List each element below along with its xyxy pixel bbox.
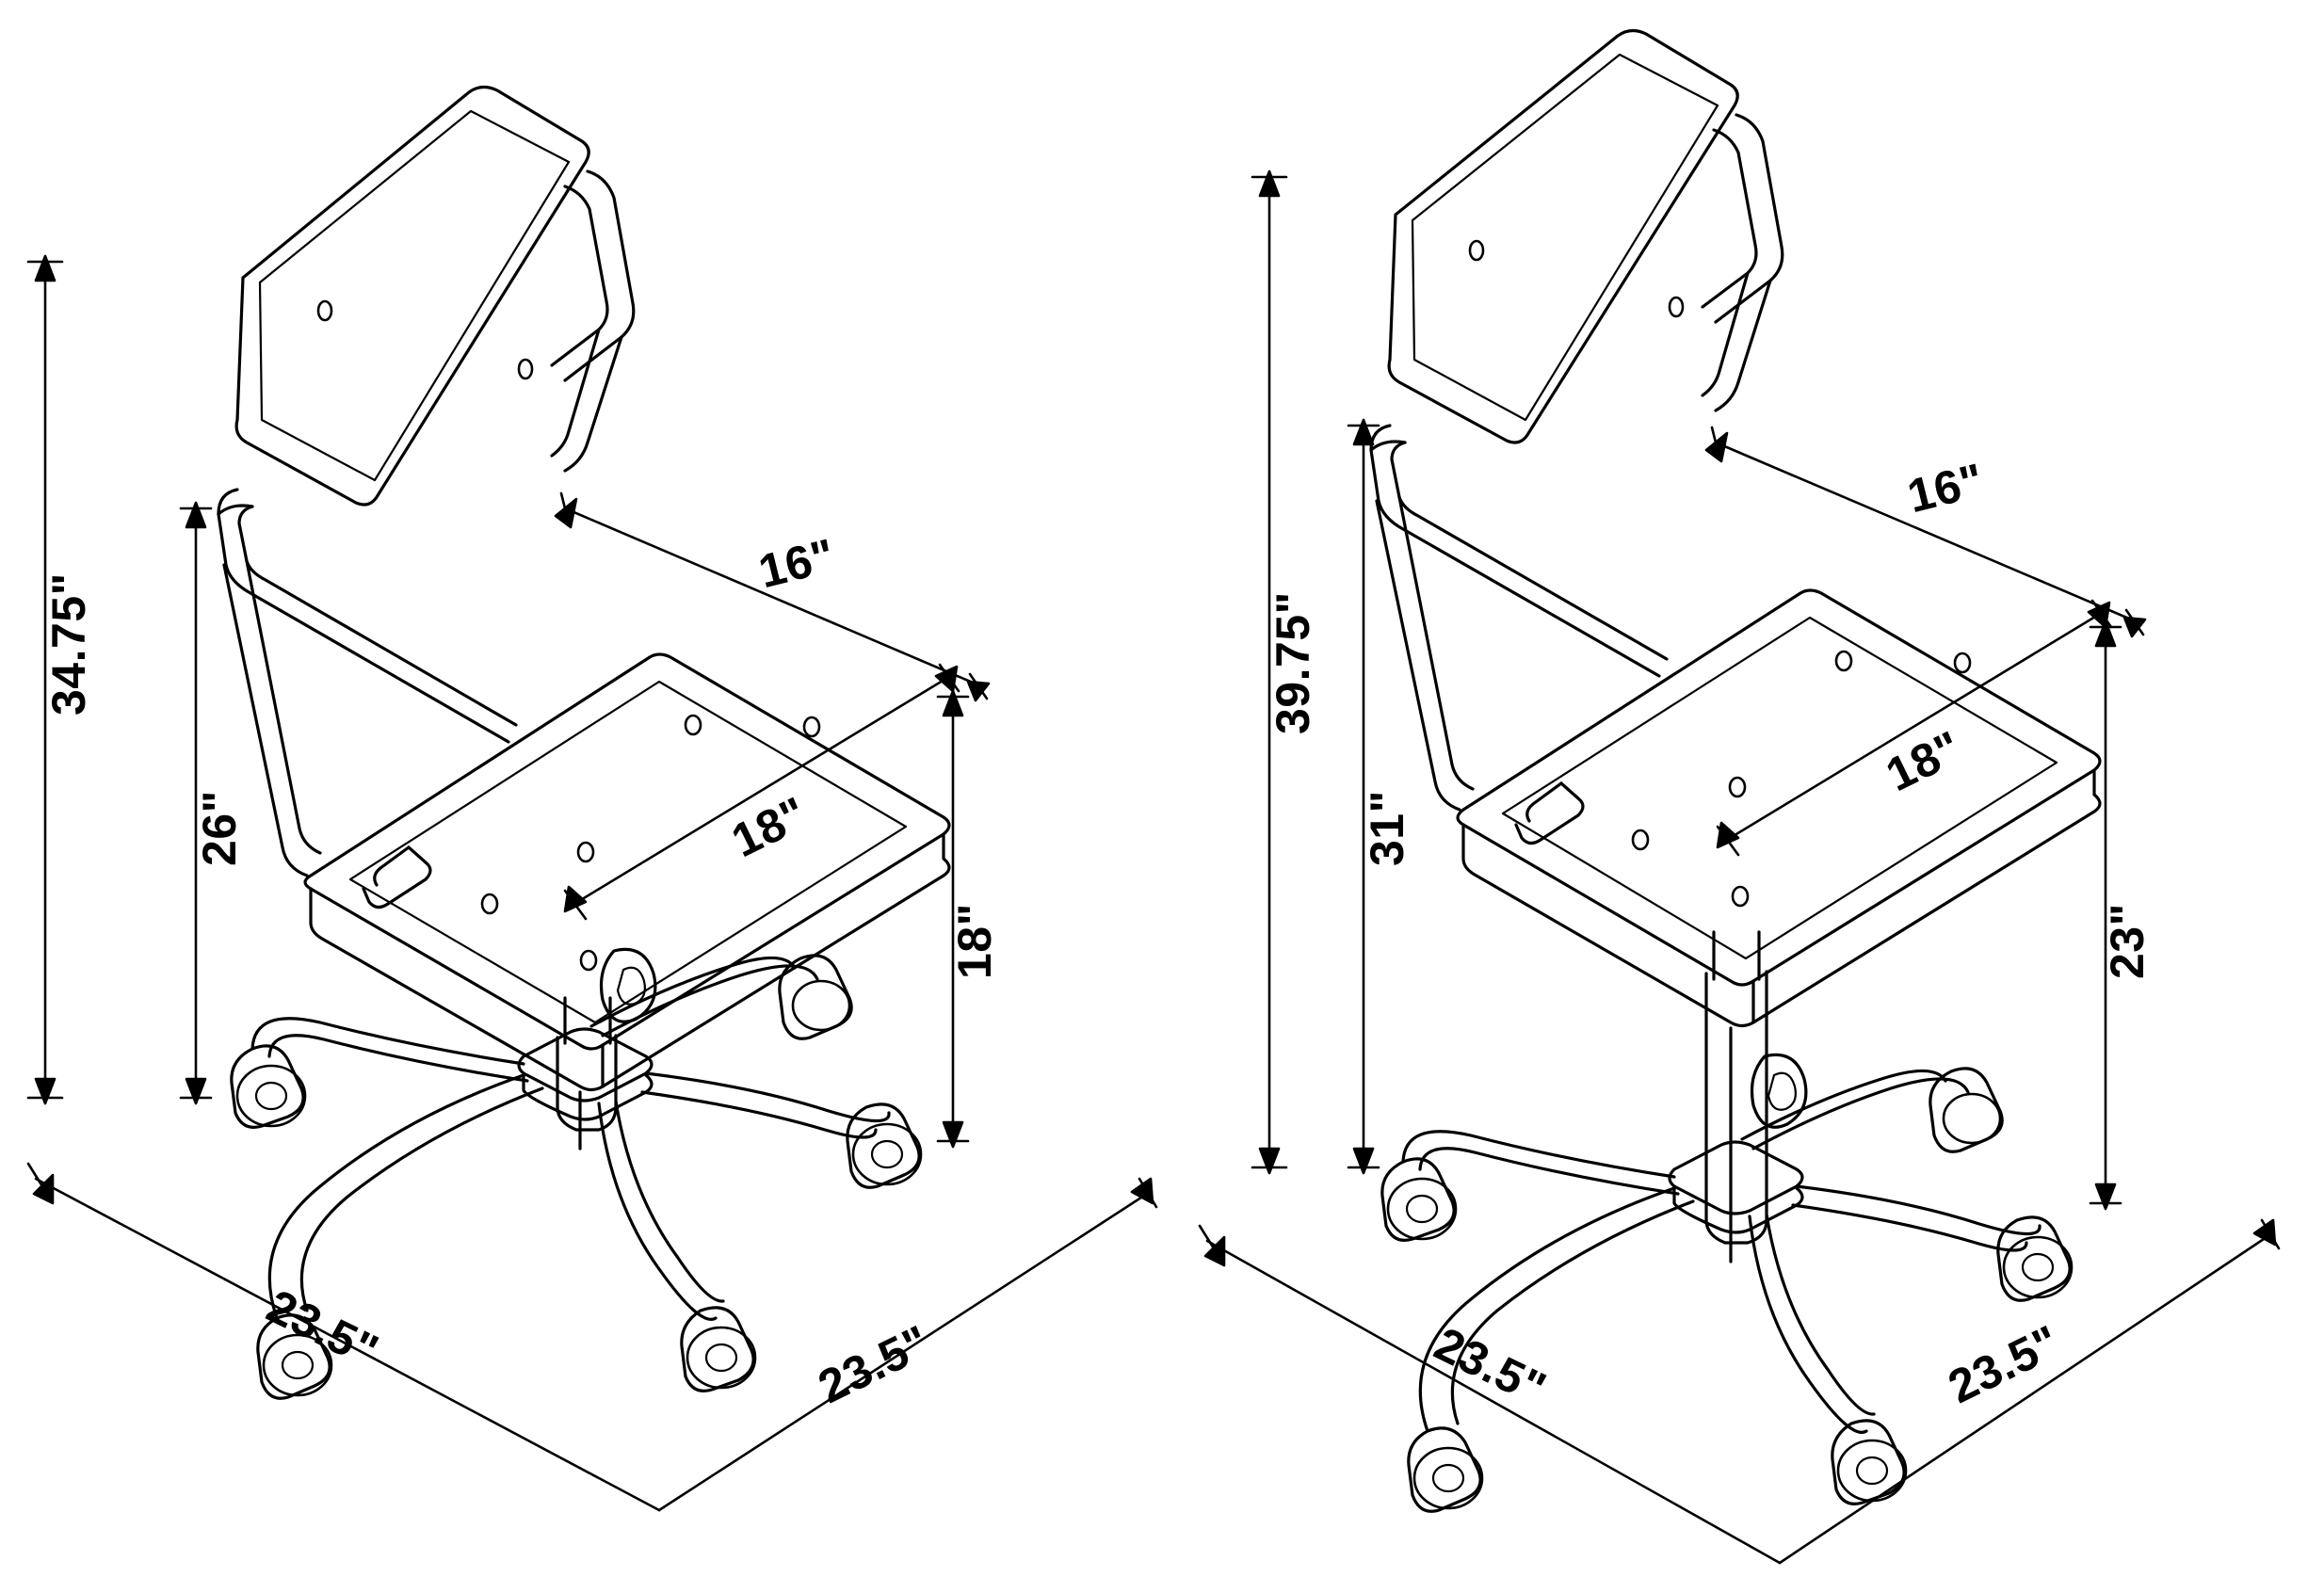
dimension-right-overall-height: 39.75" bbox=[1267, 591, 1319, 734]
caster bbox=[1831, 1419, 1908, 1505]
caster bbox=[680, 1306, 757, 1392]
dimension-lines bbox=[26, 169, 2281, 1565]
right-chair-illustration bbox=[1369, 28, 2102, 1513]
caster bbox=[778, 954, 853, 1040]
caster bbox=[230, 1044, 307, 1129]
caster bbox=[1407, 1426, 1484, 1513]
dimension-left-back-height: 26" bbox=[193, 790, 246, 866]
caster bbox=[846, 1102, 923, 1189]
caster bbox=[256, 1313, 333, 1400]
dimension-right-seat-height: 23" bbox=[2101, 903, 2154, 979]
caster bbox=[1380, 1157, 1458, 1242]
dimension-right-back-height: 31" bbox=[1361, 790, 1413, 866]
caster bbox=[1996, 1215, 2074, 1302]
dimension-left-overall-height: 34.75" bbox=[42, 572, 95, 716]
caster bbox=[1929, 1067, 2004, 1153]
dimension-left-seat-height: 18" bbox=[948, 903, 1001, 979]
left-chair-illustration bbox=[217, 85, 951, 1400]
